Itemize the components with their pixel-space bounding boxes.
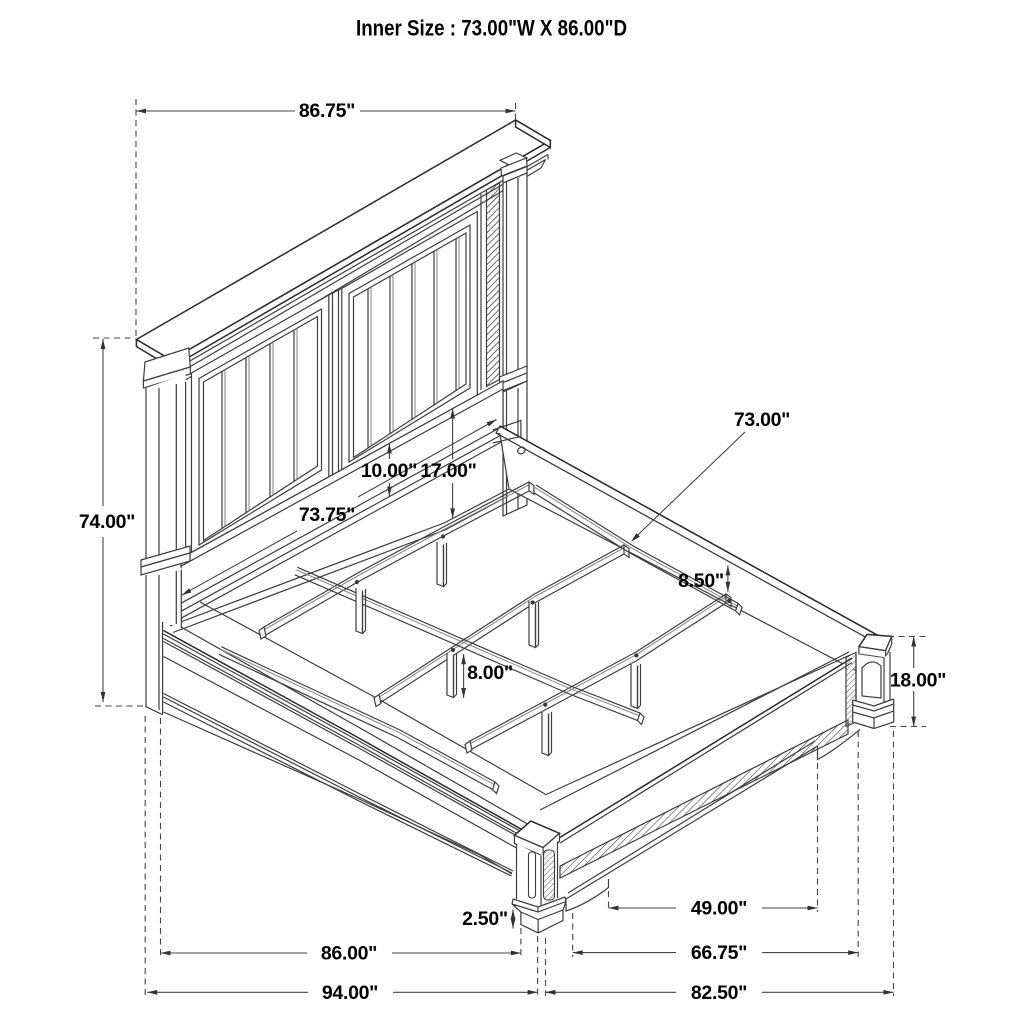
svg-text:10.00": 10.00" — [361, 460, 417, 482]
svg-text:86.00": 86.00" — [321, 943, 377, 965]
svg-text:73.75": 73.75" — [299, 504, 355, 526]
svg-text:8.50": 8.50" — [678, 570, 724, 592]
svg-text:Inner Size : 73.00"W X 86.00"D: Inner Size : 73.00"W X 86.00"D — [356, 16, 627, 41]
svg-text:66.75": 66.75" — [691, 942, 747, 964]
svg-text:86.75": 86.75" — [299, 100, 355, 122]
svg-text:73.00": 73.00" — [734, 409, 790, 431]
svg-text:2.50": 2.50" — [462, 908, 508, 930]
svg-text:8.00": 8.00" — [467, 662, 513, 684]
svg-text:17.00": 17.00" — [420, 460, 476, 482]
svg-text:74.00": 74.00" — [79, 511, 135, 533]
svg-text:94.00": 94.00" — [322, 982, 378, 1004]
svg-text:49.00": 49.00" — [691, 898, 747, 920]
svg-text:18.00": 18.00" — [890, 670, 946, 692]
svg-text:82.50": 82.50" — [691, 982, 747, 1004]
